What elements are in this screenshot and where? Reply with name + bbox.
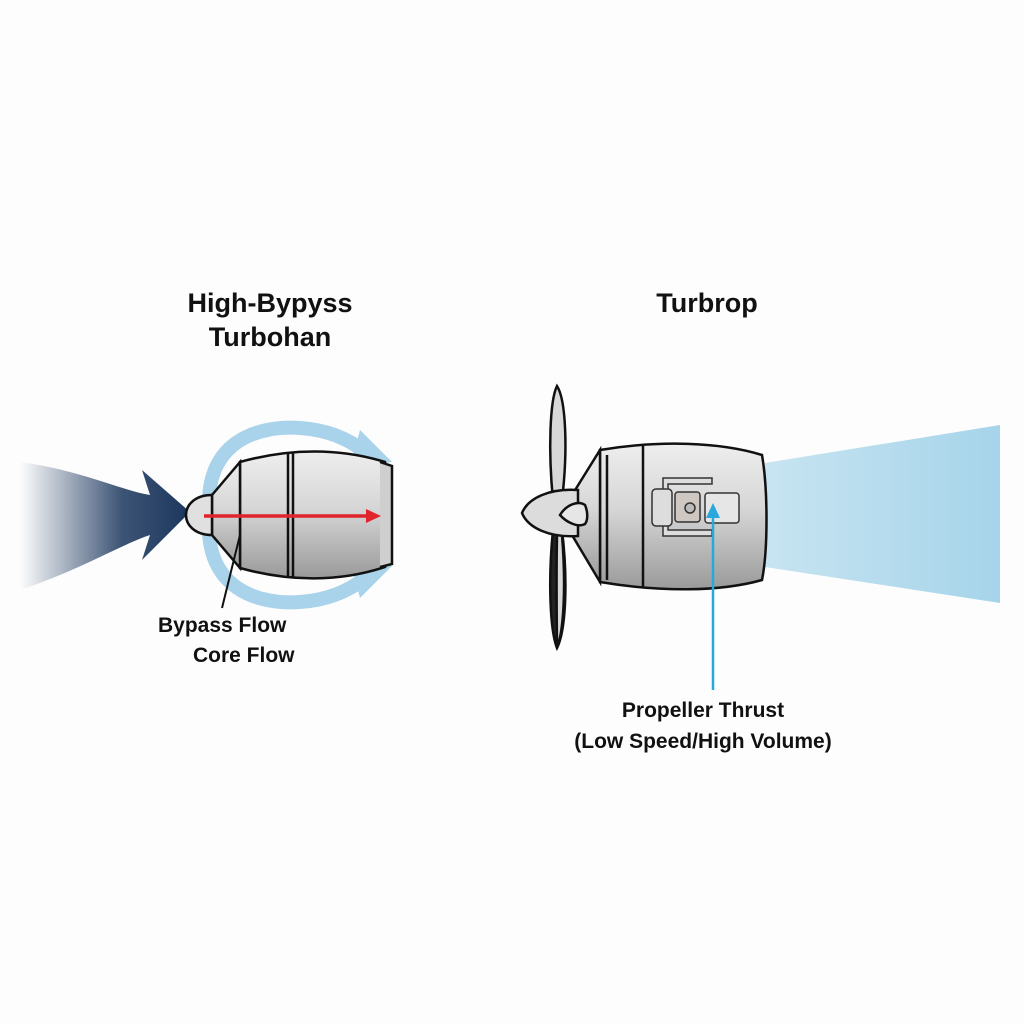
core-inset-icon[interactable] — [651, 477, 740, 537]
core-flow-label: Core Flow — [193, 644, 295, 667]
turboprop-engine — [570, 442, 768, 591]
bypass-leader-line — [221, 534, 241, 609]
propeller-thrust-sublabel: (Low Speed/High Volume) — [574, 730, 832, 753]
propeller-thrust-label: Propeller Thrust — [621, 699, 785, 722]
turboprop-title: Turbrop — [656, 288, 758, 318]
propeller-thrust-beam — [765, 425, 1000, 603]
thrust-pointer-arrow — [706, 503, 720, 690]
turbofan-title: High-Bypyss Turbohan — [150, 286, 390, 354]
propeller — [520, 383, 589, 652]
core-flow-arrow — [204, 509, 381, 523]
bypass-flow-arrows — [201, 420, 370, 610]
turbofan-title-line2: Turbohan — [208, 322, 332, 352]
bypass-flow-label: Bypass Flow — [158, 614, 287, 637]
intake-flow-arrow — [20, 462, 190, 590]
turbofan-title-line1: High-Bypyss — [187, 288, 353, 318]
